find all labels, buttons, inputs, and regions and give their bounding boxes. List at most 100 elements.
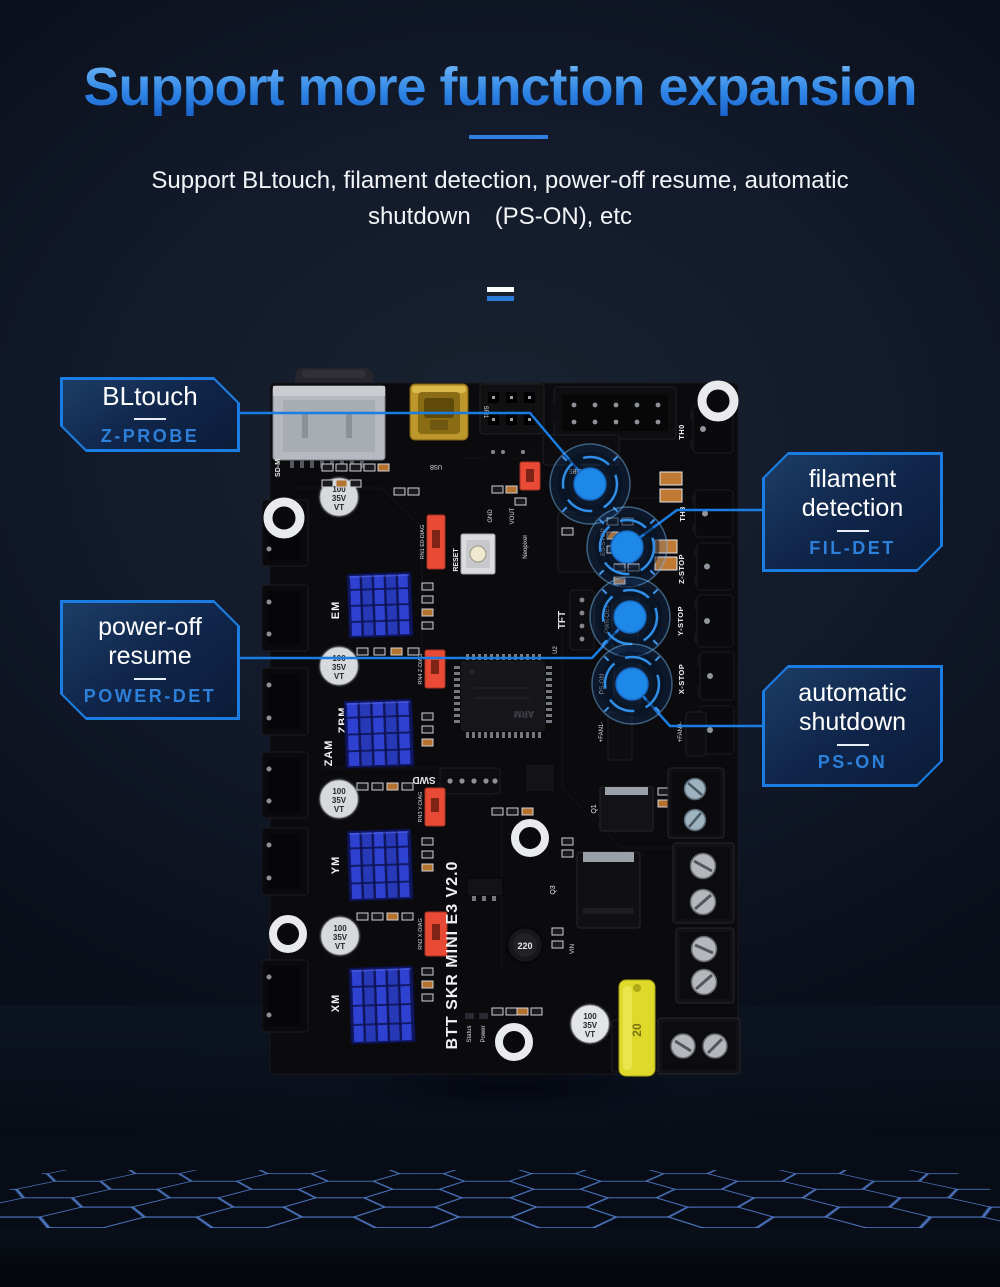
capacitor-4: 100 35V VT [319, 915, 361, 957]
e0-stop-connector [557, 511, 605, 573]
svg-text:VT: VT [335, 942, 345, 951]
label-q3: Q3 [550, 885, 557, 894]
label-rn1: RN1 E0-DIAG [420, 525, 426, 560]
board-name: BTT SKR MINI E3 V2.0 [444, 861, 461, 1050]
terminal-2 [672, 842, 735, 924]
label-fan0: +FAN0- [678, 722, 684, 743]
terminal-4 [657, 1017, 741, 1075]
label-tft: TFT [557, 611, 568, 629]
svg-text:20: 20 [630, 1023, 644, 1037]
fuse: 20 [611, 979, 659, 1077]
svg-text:100: 100 [332, 485, 346, 494]
svg-text:35V: 35V [332, 494, 347, 503]
svg-text:100: 100 [333, 924, 347, 933]
rn4-jumper [424, 649, 446, 689]
equals-icon [487, 287, 514, 305]
label-sfi1: SFI1 [482, 406, 488, 419]
reset-button [460, 533, 496, 575]
svg-text:35V: 35V [333, 933, 348, 942]
label-q1: Q1 [591, 804, 598, 813]
exp1-connector [550, 386, 677, 440]
fan1-connector [607, 711, 633, 761]
label-swd: SWD [412, 774, 435, 785]
callout-bltouch: BLtouch Z-PROBE [60, 377, 240, 452]
label-sd-m: SD-M [275, 459, 282, 477]
callout-bltouch-sub: Z-PROBE [100, 426, 200, 446]
label-vin: VIN [570, 944, 576, 954]
callout-divider [836, 744, 869, 746]
label-xm: XM [330, 994, 342, 1013]
label-u2: U2 [553, 646, 559, 654]
usb-connector [409, 383, 469, 441]
subtitle-line2: shutdown (PS-ON), etc [367, 203, 633, 230]
label-z-stop: Z-STOP [677, 554, 686, 584]
q3-mosfet [576, 851, 641, 929]
label-y-stop: Y-STOP [676, 606, 685, 636]
svg-text:VT: VT [334, 503, 344, 512]
terminal-1 [667, 767, 725, 839]
label-th0: TH0 [677, 424, 686, 439]
label-ps-on: PS-ON [599, 673, 606, 694]
label-e0-stop: E0-STOP [600, 528, 607, 556]
label-usb: USB [430, 463, 442, 469]
label-status: Status [467, 1025, 473, 1042]
tft-connector [569, 589, 595, 651]
svg-text:220: 220 [517, 941, 532, 951]
callout-shutdown-sub: PS-ON [817, 752, 888, 772]
callout-bltouch-label: BLtouch [102, 381, 198, 411]
svg-text:100: 100 [332, 654, 346, 663]
svg-text:35V: 35V [332, 796, 347, 805]
callout-divider [134, 678, 166, 680]
pwr-det-connector [611, 589, 639, 649]
svg-text:VT: VT [585, 1030, 595, 1039]
callout-power-sub: POWER-DET [83, 686, 217, 706]
capacitor-3: 100 35V VT [318, 778, 360, 820]
title-underline [469, 135, 548, 139]
label-power: Power [481, 1025, 487, 1042]
label-fan1: +FAN1- [599, 722, 605, 743]
label-rn3: RN3 Y-DIAG [418, 792, 424, 823]
bottom-strip [0, 1228, 1000, 1287]
pcb-board: SD-M USB SFI1 EXP1 [262, 368, 742, 1078]
rn2-jumper [424, 911, 448, 957]
svg-text:100: 100 [583, 1012, 597, 1021]
label-arm: ARM [514, 709, 535, 719]
label-rn4: RN4 Z-DIAG [418, 653, 424, 684]
z-probe-connector [542, 434, 620, 466]
capacitor-5: 100 35V VT [569, 1003, 611, 1045]
label-neopixel: Neopixel [523, 535, 529, 558]
label-gnd: GND [488, 509, 494, 523]
label-rn2: RN2 X-DIAG [418, 918, 424, 949]
mounting-holes [263, 380, 739, 1061]
svg-text:35V: 35V [332, 663, 347, 672]
mcu-chip: ARM [454, 654, 552, 738]
label-em: EM [330, 601, 342, 620]
svg-text:35V: 35V [583, 1021, 598, 1030]
terminal-3 [675, 927, 735, 1004]
label-z-probe: Z-PROBE [569, 467, 596, 473]
subtitle-line1: Support BLtouch, filament detection, pow… [151, 167, 849, 194]
label-pwr-det: PWR-DET [605, 605, 611, 633]
rn3-jumper [424, 787, 446, 827]
label-ym: YM [330, 856, 342, 875]
callout-divider [134, 418, 166, 420]
callout-divider [836, 530, 869, 532]
swd-header [439, 767, 501, 795]
status-leds [465, 1013, 488, 1019]
svg-text:100: 100 [332, 787, 346, 796]
inductor-220: 220 [505, 925, 545, 965]
subtitle: Support BLtouch, filament detection, pow… [0, 163, 1000, 235]
ams1117-chip [466, 877, 504, 901]
logic-chip [524, 763, 556, 793]
sd-slot [272, 385, 386, 468]
capacitor-2: 100 35V VT [318, 645, 360, 687]
callout-filament-sub: FIL-DET [809, 538, 896, 558]
ps-on-connector [613, 659, 641, 709]
